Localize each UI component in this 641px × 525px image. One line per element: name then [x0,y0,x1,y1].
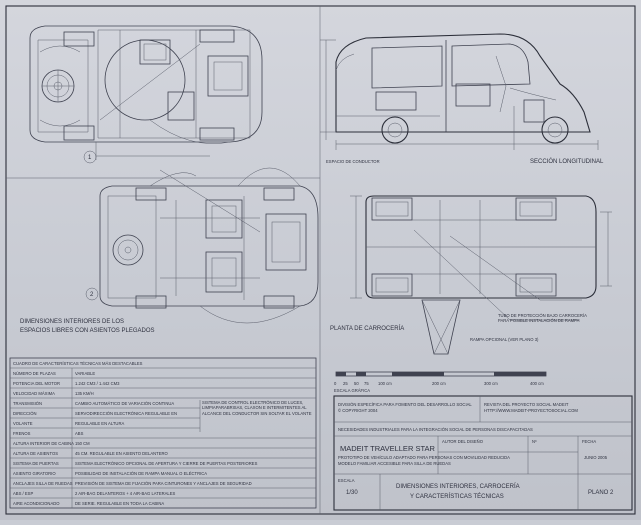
section-title: SECCIÓN LONGITUDINAL [530,158,604,165]
section-left-label: ESPACIO DE CONDUCTOR [326,159,380,164]
spec-row-label: ALTURA INTERIOR DE CABINA [13,441,74,446]
plan-note-2: PARA POSIBLE INSTALACIÓN DE RAMPA [498,318,580,323]
spec-side-note-box: SISTEMA DE CONTROL ELECTRÓNICO DE LUCES,… [202,400,312,416]
spec-row-label: POTENCIA DEL MOTOR [13,381,60,386]
spec-row-value: 135 KM/H [75,391,94,396]
interior-caption-line1: DIMENSIONES INTERIORES DE LOS [20,319,124,325]
plan-note-3: RAMPA OPCIONAL (VER PLANO 3) [470,337,539,342]
spec-row-value: 45 CM. REGULABLE EN ASIENTO DELANTERO [75,451,169,456]
spec-row-label: FRENOS [13,431,31,436]
title-field-date: FECHA [582,439,596,444]
spec-row-value: PREVISIÓN DE SISTEMA DE FIJACIÓN PARA CI… [75,481,252,486]
sheet-title-line2: Y CARACTERÍSTICAS TÉCNICAS [410,493,504,500]
interior-caption-line2: ESPACIOS LIBRES CON ASIENTOS PLEGADOS [20,328,155,334]
title-org-left-sub: © COPYRIGHT 2004 [338,408,378,413]
scale-tick-2: 50 [354,381,359,386]
scale-label: ESCALA GRÁFICA [334,388,370,393]
spec-row-label: AIRE ACONDICIONADO [13,501,60,506]
scale-tick-4: 100 cm [378,381,392,386]
view-2-car-plan [85,167,319,324]
title-field-author: AUTOR DEL DISEÑO [442,439,484,444]
longitudinal-section-drawing [320,33,599,150]
spec-row-value: SERVODIRECCIÓN ELECTRÓNICA REGULABLE EN [75,411,177,416]
plan-number-label: PLANO 2 [588,490,614,496]
spec-row-value: 1.242 CM3 / 1.442 CM3 [75,381,120,386]
spec-row-value: CAMBIO AUTOMÁTICO DE VARIACIÓN CONTINUA [75,401,174,406]
title-program: NECESIDADES INDUSTRIALES PARA LA INTEGRA… [338,427,533,432]
title-org-left: DIVISIÓN ESPECÍFICA PARA FOMENTO DEL DES… [338,402,472,407]
spec-side-note: SISTEMA DE CONTROL ELECTRÓNICO DE LUCES,… [202,400,312,416]
spec-row-value: 150 CM [75,441,90,446]
scale-tick-0: 0 [334,381,337,386]
spec-row-label: VELOCIDAD MÁXIMA [13,391,55,396]
spec-row-label: NÚMERO DE PLAZAS [13,371,56,376]
spec-row-label: ALTURA DE ASIENTOS [13,451,58,456]
spec-row-value: POSIBILIDAD DE INSTALACIÓN DE RAMPA MANU… [75,471,207,476]
scale-tick-5: 200 cm [432,381,446,386]
title-org-right-sub: HTTP://WWW.MADEIT-PROYECTOSOCIAL.COM [484,408,578,413]
plan-title: PLANTA DE CARROCERÍA [330,325,404,332]
view-1-car-plan [29,25,263,164]
scale-tick-1: 25 [343,381,348,386]
spec-row-label: DIRECCIÓN [13,411,37,416]
scale-bar [335,371,547,377]
spec-row-value: REGULABLE EN ALTURA [75,421,124,426]
spec-row-value: 2 AIR-BAG DELANTEROS + 4 AIR-BAG LATERAL… [75,491,176,496]
spec-table [9,357,317,509]
spec-row-label: SISTEMA DE PUERTAS [13,461,59,466]
title-block [333,395,633,511]
body-plan-drawing [350,195,612,355]
spec-row-label: ASIENTO GIRATORIO [13,471,56,476]
title-scale-field: ESCALA [338,478,355,483]
spec-row-value: ABS [75,431,84,436]
spec-row-label: ABS / ESP [13,491,33,496]
scale-tick-7: 400 cm [530,381,544,386]
spec-row-value: SISTEMA ELECTRÓNICO OPCIONAL DE APERTURA… [75,461,258,466]
title-org-right: REVISTA DEL PROYECTO SOCIAL MADEIT [484,402,569,407]
title-project-desc: PROTOTIPO DE VEHÍCULO ADAPTADO PARA PERS… [338,455,510,460]
scale-tick-6: 300 cm [484,381,498,386]
sheet-title-line1: DIMENSIONES INTERIORES, CARROCERÍA [396,483,520,490]
sheet-border [5,5,636,515]
title-project-name: MADEIT TRAVELLER STAR [340,444,435,453]
view-1-number: 1 [88,155,92,161]
spec-row-value: VARIABLE [75,371,95,376]
scale-tick-3: 75 [364,381,369,386]
spec-table-title: CUADRO DE CARACTERÍSTICAS TÉCNICAS MÁS D… [13,361,143,366]
title-scale-value: 1/30 [346,490,358,496]
spec-row-label: ANCLAJES SILLA DE RUEDAS [13,481,73,486]
plan-note-1: TUBO DE PROTECCIÓN BAJO CARROCERÍA [498,313,587,318]
title-project-desc-2: MODELO FAMILIAR ACCESIBLE PARA SILLA DE … [338,461,451,466]
spec-row-label: VOLANTE [13,421,33,426]
spec-row-value: DE SERIE. REGULABLE EN TODA LA CABINA [75,501,164,506]
spec-row-label: TRANSMISIÓN [13,401,42,406]
view-2-number: 2 [90,292,94,298]
title-date-value: JUNIO 2005 [584,455,608,460]
title-field-num: Nº [532,439,537,444]
